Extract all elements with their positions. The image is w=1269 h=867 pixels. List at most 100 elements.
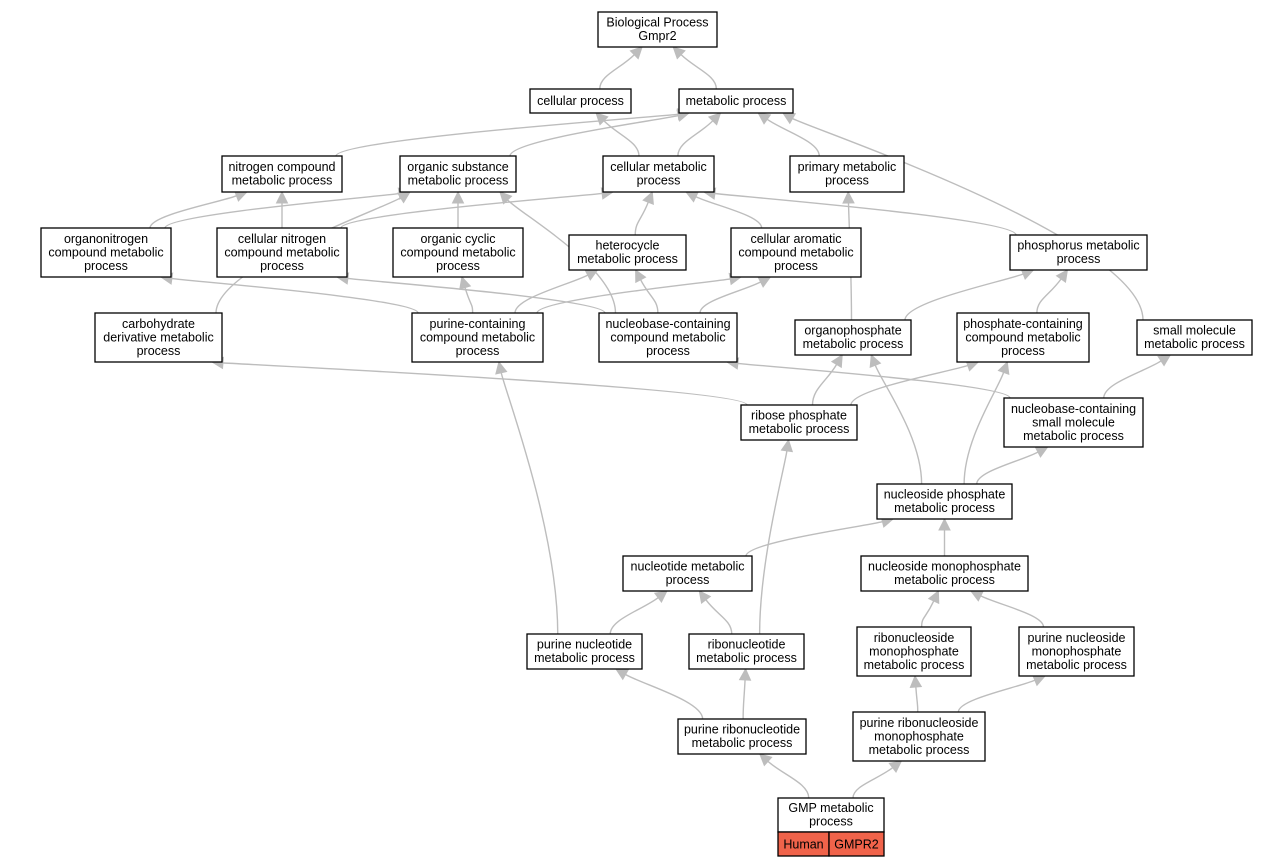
- node-label-line: compound metabolic: [738, 245, 853, 259]
- arrowhead-organophosphate-to-primary: [842, 190, 855, 204]
- node-label-line: process: [809, 815, 853, 829]
- node-label-line: organic cyclic: [420, 232, 495, 246]
- node-label-line: Gmpr2: [638, 29, 676, 43]
- node-cellular[interactable]: cellular process: [529, 88, 632, 114]
- node-box: [1136, 319, 1253, 356]
- node-purnucmono[interactable]: purine nucleosidemonophosphatemetabolic …: [1018, 626, 1135, 677]
- node-box: [1003, 397, 1144, 448]
- arrowhead-ribonucmono-to-nucmonophos: [927, 589, 940, 605]
- arrowhead-nucbasesmall-to-smallmol: [1157, 354, 1172, 367]
- node-label-line: purine nucleotide: [537, 638, 632, 652]
- gene-tag-box[interactable]: [828, 831, 885, 857]
- node-label-line: process: [84, 259, 128, 273]
- node-box: [597, 11, 718, 48]
- node-box: [678, 88, 794, 114]
- node-label-line: monophosphate: [869, 644, 959, 658]
- arrowhead-nucphos-to-phoscont: [997, 360, 1010, 375]
- node-label-line: small molecule: [1153, 324, 1236, 338]
- node-label-line: purine nucleoside: [1028, 631, 1126, 645]
- node-label-line: metabolic process: [696, 651, 797, 665]
- node-box: [777, 797, 885, 833]
- edge-purnucmono-to-nucmonophos: [980, 595, 1045, 628]
- node-label-line: metabolic process: [1144, 337, 1245, 351]
- node-label-line: metabolic process: [577, 252, 678, 266]
- edge-gmp-to-purribonucleotide: [767, 760, 810, 799]
- node-label-line: metabolic process: [749, 422, 850, 436]
- node-label-line: compound metabolic: [400, 245, 515, 259]
- node-box: [221, 155, 343, 193]
- species-tag-box[interactable]: [777, 831, 830, 857]
- edge-cellnitrogen-to-cellmet: [340, 192, 603, 229]
- node-box: [568, 234, 687, 271]
- node-label-line: process: [1057, 252, 1101, 266]
- edge-ribonucleotide-to-nucleotide: [705, 599, 733, 635]
- node-box: [529, 88, 632, 114]
- node-label-line: monophosphate: [874, 729, 964, 743]
- arrowhead-cellnitrogen-to-nitrogen: [275, 190, 289, 204]
- edge-purinecont-to-orgcyclic: [464, 287, 474, 314]
- edge-ribonucmono-to-nucmonophos: [920, 600, 935, 628]
- arrowhead-gmp-to-purribonucleotide: [758, 753, 773, 767]
- edge-nucphos-to-phoscont: [963, 372, 1005, 485]
- node-label-line: ribose phosphate: [751, 409, 847, 423]
- arrowhead-phoscont-to-phosphorus: [1055, 269, 1069, 284]
- edge-purribonucleotide-to-ribonucleotide: [742, 679, 746, 720]
- arrowhead-cellular-to-bp: [629, 46, 643, 60]
- node-metabolic[interactable]: metabolic process: [678, 88, 794, 114]
- edge-nucphos-to-nucbasesmall: [976, 451, 1039, 485]
- node-box: [94, 312, 223, 363]
- node-label-line: process: [774, 259, 818, 273]
- node-purribonucmono[interactable]: purine ribonucleosidemonophosphatemetabo…: [852, 711, 986, 762]
- edge-metabolic-to-bp: [680, 54, 718, 90]
- edge-nucphos-to-organophosphate: [874, 364, 923, 485]
- node-label-line: purine ribonucleotide: [684, 723, 800, 737]
- arrowhead-primary-to-metabolic: [757, 112, 772, 125]
- node-label-line: monophosphate: [1032, 644, 1122, 658]
- arrowhead-cellaromatic-to-cellmet: [684, 191, 700, 203]
- node-label-line: nucleobase-containing: [1011, 402, 1136, 416]
- node-box: [794, 319, 912, 356]
- edge-purribonucleotide-to-purnucleotide: [625, 673, 704, 720]
- node-label-line: metabolic process: [1023, 429, 1124, 443]
- edge-purribonucmono-to-ribonucmono: [915, 686, 919, 713]
- edge-organonitrogen-to-nitrogen: [149, 195, 237, 229]
- edge-nucbasecont-to-heterocycle: [640, 279, 659, 314]
- node-label-line: process: [436, 259, 480, 273]
- arrowhead-ribonucleotide-to-nucleotide: [698, 590, 712, 604]
- edge-nucbasesmall-to-smallmol: [1103, 360, 1162, 399]
- node-label-line: metabolic process: [408, 174, 509, 188]
- node-box: [40, 227, 172, 278]
- edge-purnucleotide-to-nucleotide: [609, 597, 659, 635]
- node-box: [1018, 626, 1135, 677]
- node-label-line: ribonucleoside: [874, 631, 955, 645]
- edge-primary-to-metabolic: [766, 118, 820, 157]
